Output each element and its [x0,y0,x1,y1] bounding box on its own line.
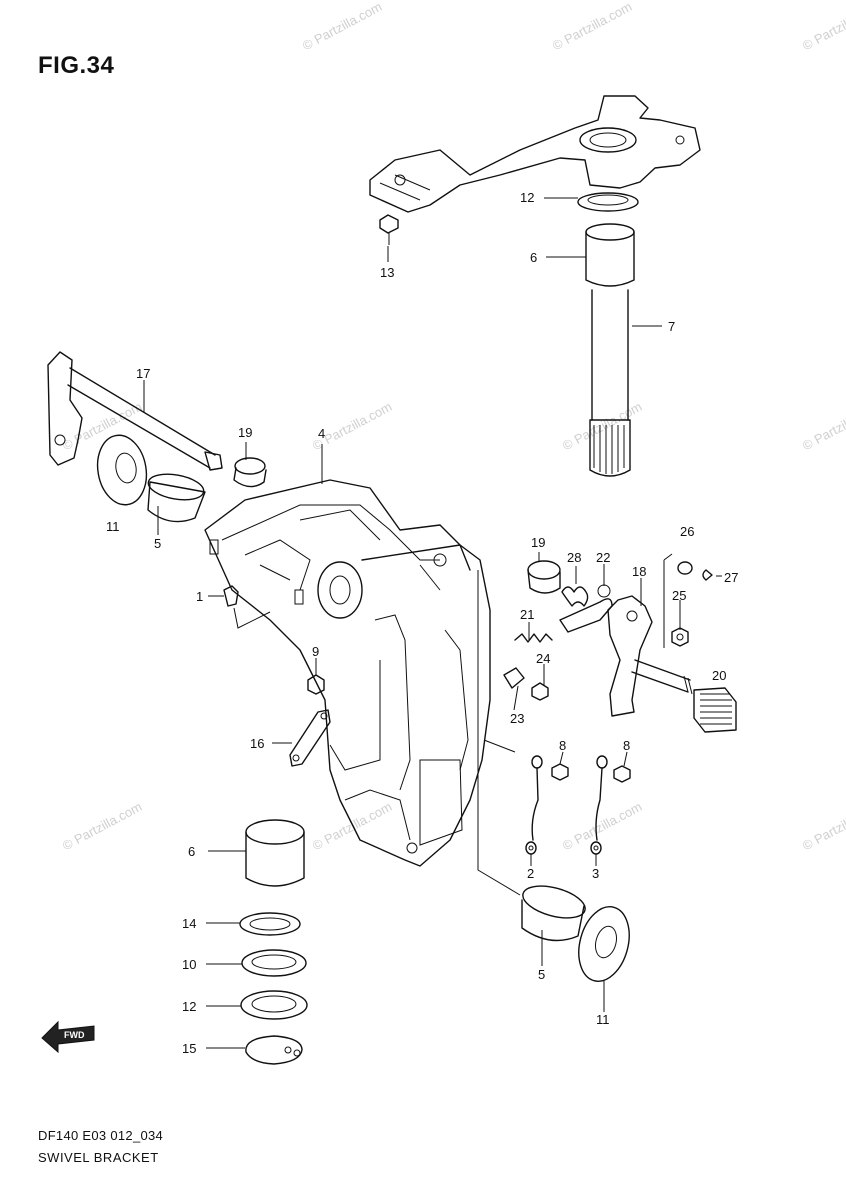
bolt [379,214,399,245]
swivel-bracket [204,479,491,867]
bushing [233,457,267,488]
callout-23: 23 [510,711,524,726]
callout-27: 27 [724,570,738,585]
callout-16: 16 [250,736,264,751]
bushing [245,819,305,887]
steering-bracket [369,95,701,213]
callout-20: 20 [712,668,726,683]
callout-18: 18 [632,564,646,579]
bushing [521,885,586,942]
washer [96,434,148,506]
callout-3: 3 [592,866,599,881]
callout-19: 19 [531,535,545,550]
callout-15: 15 [182,1041,196,1056]
callout-19: 19 [238,425,252,440]
callout-11: 11 [596,1012,610,1027]
tilt-lock-lever [289,709,331,767]
callout-11: 11 [106,519,120,534]
tilt-lock-lever [607,595,693,717]
callout-17: 17 [136,366,150,381]
callout-6: 6 [188,844,195,859]
callout-24: 24 [536,651,550,666]
cotter-pin [702,569,713,581]
forward-direction-label: FWD [64,1030,85,1040]
callout-25: 25 [672,588,686,603]
callout-6: 6 [530,250,537,265]
callout-9: 9 [312,644,319,659]
bolt [613,765,631,783]
callout-13: 13 [380,265,394,280]
bolt [551,763,569,781]
washer [677,561,693,575]
spring [561,586,589,607]
washer [239,912,301,936]
callout-1: 1 [196,589,203,604]
tilt-tube [47,351,223,471]
bushing [147,473,206,523]
callout-12: 12 [182,999,196,1014]
forward-direction-icon: FWD [41,1020,95,1054]
circlip [245,1035,303,1065]
callout-22: 22 [596,550,610,565]
bolt [307,674,325,695]
clip [503,667,525,689]
washer [241,949,307,977]
bushing [585,223,635,287]
callout-26: 26 [680,524,694,539]
callout-28: 28 [567,550,581,565]
washer [240,990,308,1020]
figure-title: FIG.34 [38,52,115,79]
callout-5: 5 [154,536,161,551]
callout-14: 14 [182,916,196,931]
nut [671,627,689,647]
callout-7: 7 [668,319,675,334]
steering-shaft [589,289,631,477]
ground-lead [525,755,543,855]
callout-8: 8 [623,738,630,753]
bolt [223,585,239,607]
callout-8: 8 [559,738,566,753]
thrust-washer [577,192,639,212]
callout-2: 2 [527,866,534,881]
callout-12: 12 [520,190,534,205]
callout-5: 5 [538,967,545,982]
callout-4: 4 [318,426,325,441]
lever-grip [693,687,737,733]
ground-lead [590,755,608,855]
bushing [527,560,561,594]
callout-10: 10 [182,957,196,972]
diagram-code: DF140 E03 012_034 [38,1128,164,1143]
spring [514,633,553,643]
bolt [531,682,549,701]
washer [578,906,630,982]
callout-21: 21 [520,607,534,622]
diagram-name: SWIVEL BRACKET [38,1150,159,1165]
